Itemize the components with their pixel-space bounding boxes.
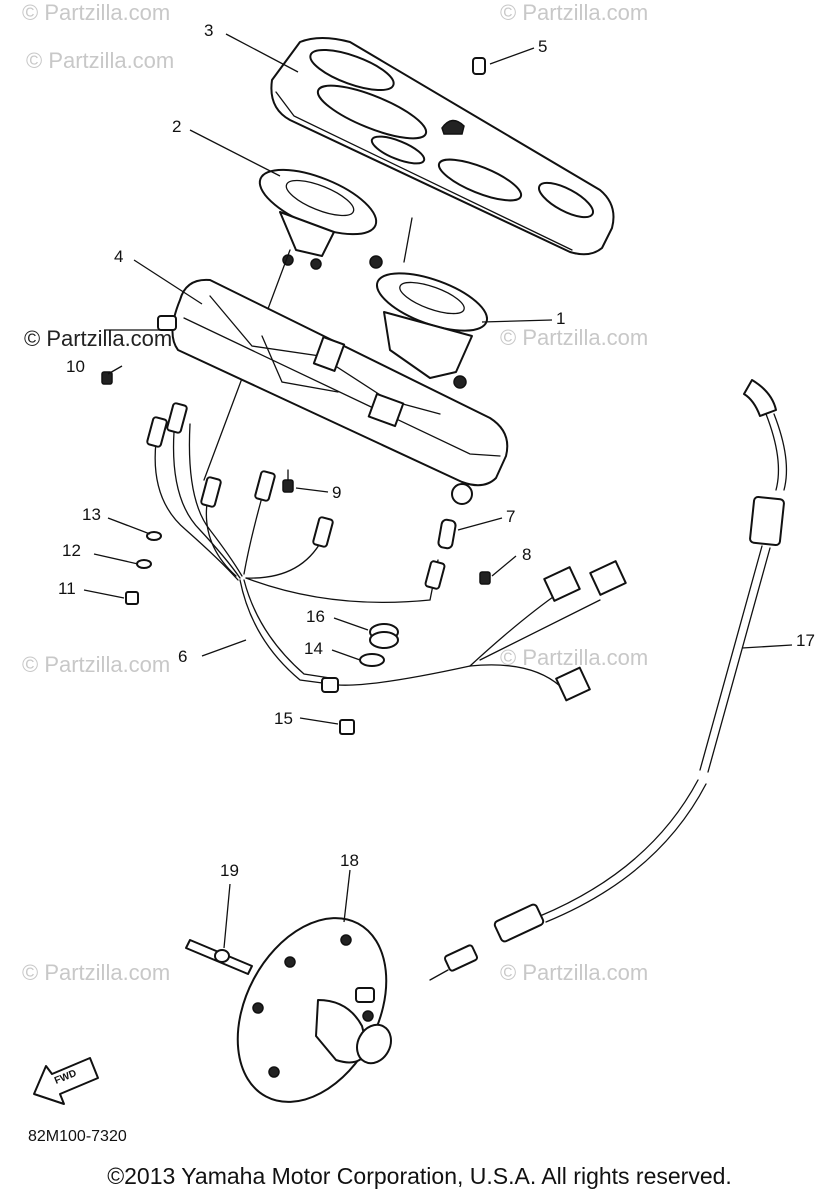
callout-11: 11 (58, 579, 76, 598)
callout-16: 16 (306, 607, 325, 626)
callout-6: 6 (178, 647, 187, 666)
watermark: © Partzilla.com (500, 0, 648, 25)
callout-1: 1 (556, 309, 565, 328)
copyright-notice: ©2013 Yamaha Motor Corporation, U.S.A. A… (107, 1163, 732, 1189)
callouts: 3 2 4 5 1 7 8 9 10 13 12 11 6 16 14 15 1… (58, 21, 815, 880)
part-3-meter-cover (270, 37, 615, 256)
part-19-pin (185, 939, 253, 975)
callout-10: 10 (66, 357, 85, 376)
callout-8: 8 (522, 545, 531, 564)
part-5-screw (441, 57, 486, 135)
callout-5: 5 (538, 37, 547, 56)
part-18-gear-unit (236, 917, 392, 1103)
callout-7: 7 (506, 507, 515, 526)
part-9-screw (282, 469, 294, 493)
callout-3: 3 (204, 21, 213, 40)
part-1-meter (369, 217, 489, 389)
part-13-washer (146, 531, 162, 541)
part-4-meter-case (157, 278, 509, 505)
part-15-nut (339, 719, 355, 735)
part-12-washer (136, 559, 152, 569)
callout-4: 4 (114, 247, 123, 266)
callout-13: 13 (82, 505, 101, 524)
part-7-bulb (437, 518, 457, 550)
part-16-damper (369, 623, 399, 649)
diagram-code: 82M100-7320 (28, 1128, 127, 1145)
callout-14: 14 (304, 639, 323, 658)
watermark: © Partzilla.com (22, 652, 170, 677)
part-11-nut (125, 591, 139, 605)
watermark: © Partzilla.com (500, 325, 648, 350)
part-6-harness (146, 402, 627, 702)
watermarks: © Partzilla.com © Partzilla.com © Partzi… (22, 0, 648, 985)
watermark: © Partzilla.com (22, 960, 170, 985)
part-14-collar (359, 653, 385, 667)
callout-15: 15 (274, 709, 293, 728)
callout-17: 17 (796, 631, 815, 650)
callout-18: 18 (340, 851, 359, 870)
part-8-screw (479, 571, 491, 585)
watermark: © Partzilla.com (22, 0, 170, 25)
callout-9: 9 (332, 483, 341, 502)
part-10-screw (101, 371, 113, 385)
watermark: © Partzilla.com (26, 48, 174, 73)
leader-lines (83, 33, 793, 949)
watermark: © Partzilla.com (500, 960, 648, 985)
callout-19: 19 (220, 861, 239, 880)
callout-12: 12 (62, 541, 81, 560)
fwd-arrow-icon: FWD (33, 1057, 99, 1105)
part-17-cable (429, 379, 788, 981)
watermark: © Partzilla.com (500, 645, 648, 670)
callout-2: 2 (172, 117, 181, 136)
